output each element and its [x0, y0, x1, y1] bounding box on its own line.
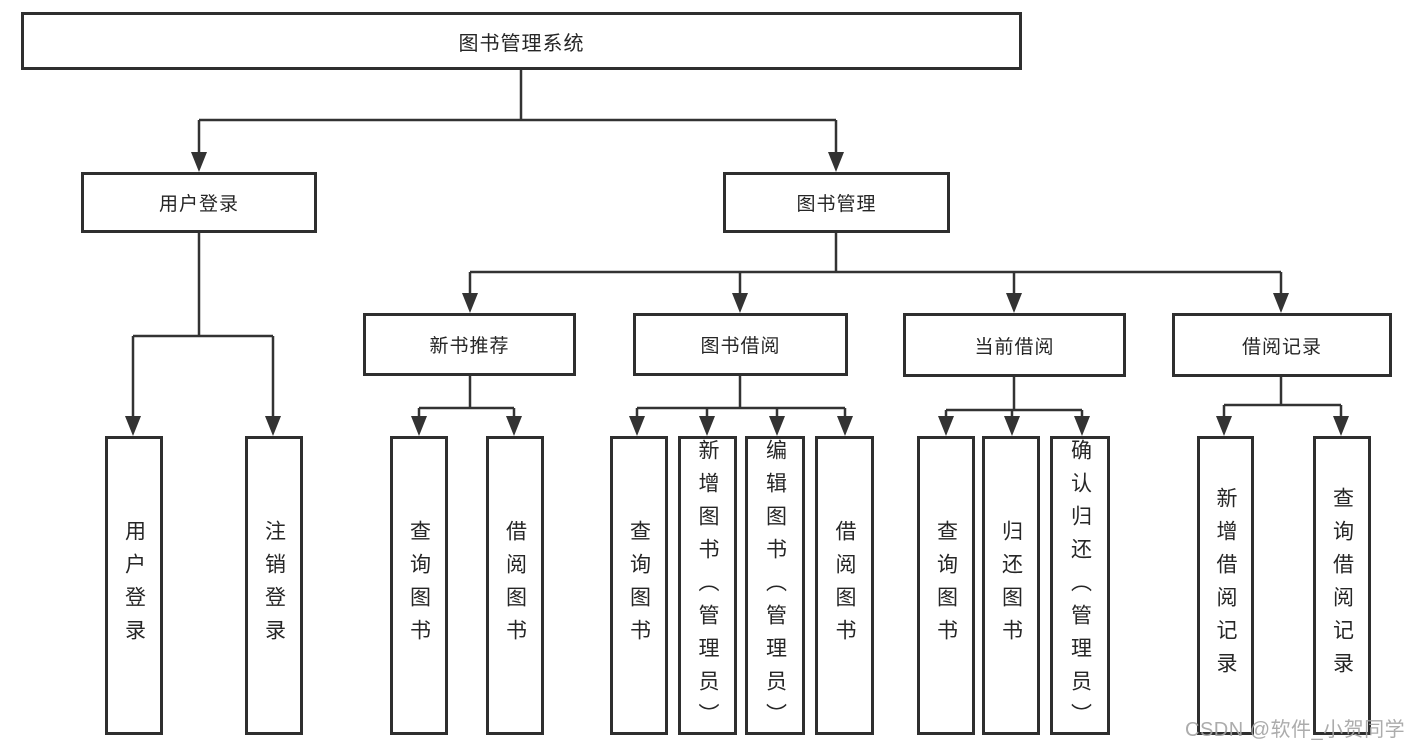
- leaf-borrow-books-borrowing: 借阅图书: [815, 436, 874, 735]
- leaf-logout: 注销登录: [245, 436, 303, 735]
- leaf-query-borrow-record: 查询借阅记录: [1313, 436, 1371, 735]
- node-book-borrowing: 图书借阅: [633, 313, 848, 376]
- leaf-query-books-recommend: 查询图书: [390, 436, 448, 735]
- node-root-library-system: 图书管理系统: [21, 12, 1022, 70]
- leaf-query-books-borrowing: 查询图书: [610, 436, 668, 735]
- leaf-add-borrow-record: 新增借阅记录: [1197, 436, 1254, 735]
- node-user-login: 用户登录: [81, 172, 317, 233]
- leaf-edit-book-admin: 编辑图书（管理员）: [745, 436, 805, 736]
- node-current-borrowing: 当前借阅: [903, 313, 1126, 377]
- node-borrowing-records: 借阅记录: [1172, 313, 1392, 377]
- leaf-query-books-current: 查询图书: [917, 436, 975, 735]
- leaf-confirm-return-admin: 确认归还（管理员）: [1050, 436, 1110, 736]
- node-book-management: 图书管理: [723, 172, 950, 233]
- leaf-return-book: 归还图书: [982, 436, 1040, 735]
- csdn-watermark: CSDN @软件_小贺同学: [1185, 719, 1405, 741]
- leaf-borrow-books-recommend: 借阅图书: [486, 436, 544, 735]
- leaf-user-login: 用户登录: [105, 436, 163, 735]
- node-new-book-recommend: 新书推荐: [363, 313, 576, 376]
- leaf-add-book-admin: 新增图书（管理员）: [678, 436, 737, 736]
